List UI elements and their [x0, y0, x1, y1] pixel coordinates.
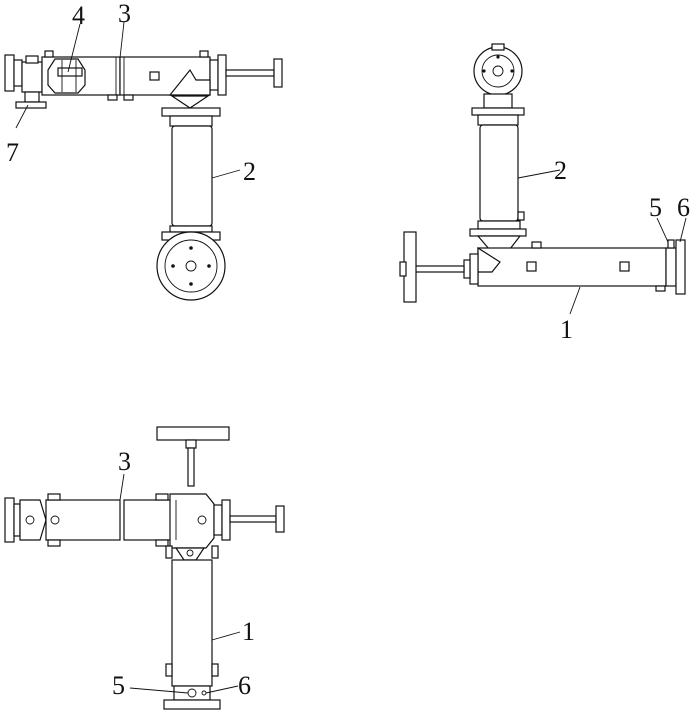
view-3-top: 3 1 5 6 [4, 426, 285, 710]
label-1: 1 [560, 315, 573, 344]
v1-vertical-tube-2 [171, 125, 213, 227]
label-2: 2 [243, 157, 256, 186]
v2-top-cover [473, 46, 523, 96]
label-3b: 3 [118, 447, 131, 476]
view-1-front: 4 3 7 2 [4, 0, 283, 301]
view-2-side: 2 5 6 1 [399, 43, 690, 344]
v3-left-flange [4, 497, 15, 543]
label-4: 4 [72, 1, 85, 30]
label-6: 6 [677, 193, 690, 222]
v3-shaft [187, 447, 195, 487]
v1-shaft [225, 69, 275, 77]
label-3: 3 [118, 0, 131, 28]
v3-vertical-tube-1 [171, 559, 213, 687]
v1-handwheel [273, 58, 283, 88]
v2-end-flange [675, 239, 686, 295]
v3-horizontal-tube-left [45, 499, 121, 541]
v1-bottom-cover [156, 231, 226, 301]
v1-bottom-port-flange [15, 101, 47, 109]
v3-center-housing [169, 493, 215, 549]
v1-left-flange [4, 54, 15, 92]
v1-inlet-fitting [21, 61, 43, 93]
v3-bottom-flange [163, 699, 221, 710]
v2-shaft [409, 265, 465, 273]
v3-side-shaft [229, 515, 277, 523]
label-1b: 1 [242, 617, 255, 646]
v3-handwheel [156, 426, 230, 441]
v1-sight-window [149, 71, 160, 81]
label-5: 5 [649, 193, 662, 222]
v2-horizontal-tube-1 [477, 247, 667, 287]
label-2b: 2 [554, 156, 567, 185]
v2-vertical-tube-2 [479, 124, 519, 222]
label-6b: 6 [238, 671, 251, 700]
label-5b: 5 [112, 671, 125, 700]
label-7: 7 [6, 138, 19, 167]
